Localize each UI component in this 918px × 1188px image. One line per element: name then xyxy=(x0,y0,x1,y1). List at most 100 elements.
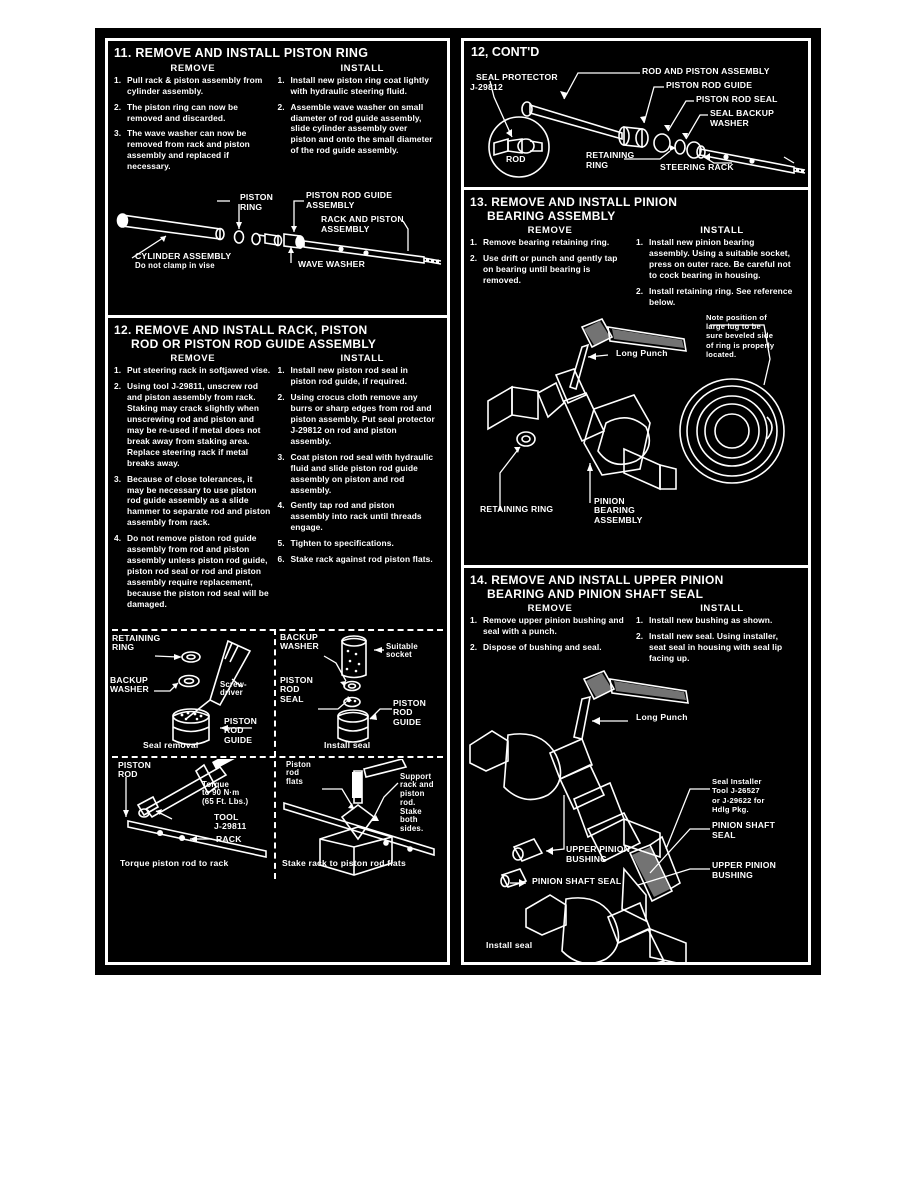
stake-figure: Piston rod flats Support rack and piston… xyxy=(280,758,440,881)
section-14-title-line2: BEARING AND PINION SHAFT SEAL xyxy=(487,587,704,602)
list-item: 2. Using tool J-29811, unscrew rod and p… xyxy=(114,381,272,468)
section-12-contd-figure: SEAL PROTECTOR J-29812 ROD ROD AND PISTO… xyxy=(464,59,808,181)
support-note-label: Support rack and piston rod. Stake both … xyxy=(400,771,434,833)
piston-rod-seal-label: PISTON ROD SEAL xyxy=(696,94,778,104)
section-12-steps: 1. Put steering rack in softjawed vise. … xyxy=(108,365,447,614)
pinion-shaft-seal-label-2: PINION SHAFT SEAL xyxy=(712,820,776,840)
figure-grid-horizontal-divider-mid xyxy=(112,755,443,758)
piston-rod-guide-assembly-label: PISTON ROD GUIDE ASSEMBLY xyxy=(306,190,393,210)
section-12-title-line1: 12. REMOVE AND INSTALL RACK, PISTON xyxy=(114,323,368,337)
section-11-panel: 11. REMOVE AND INSTALL PISTON RING REMOV… xyxy=(108,41,447,315)
tool-label: TOOL J-29811 xyxy=(214,811,247,832)
section-13-title-line2: BEARING ASSEMBLY xyxy=(487,209,616,224)
upper-pinion-bushing-diagram xyxy=(469,669,710,962)
list-item: 2. The piston ring can now be removed an… xyxy=(114,102,272,124)
list-item: 1. Install new bushing as shown. xyxy=(636,615,796,626)
seal-protector-tool-label: J-29812 xyxy=(470,82,503,92)
step-text: Dispose of bushing and seal. xyxy=(483,642,602,653)
seal-backup-washer-label: SEAL BACKUP WASHER xyxy=(710,108,775,128)
list-item: 3. Coat piston rod seal with hydraulic f… xyxy=(278,452,436,496)
section-14-steps: 1. Remove upper pinion bushing and seal … xyxy=(464,615,808,669)
retaining-ring-label: RETAINING RING xyxy=(480,503,554,514)
section-12-remove-steps: 1. Put steering rack in softjawed vise. … xyxy=(114,365,278,614)
section-12-title-line2: ROD OR PISTON ROD GUIDE ASSEMBLY xyxy=(131,337,377,352)
step-text: Gently tap rod and piston assembly into … xyxy=(290,500,422,533)
seal-installer-label: Seal Installer Tool J-26527 or J-29622 f… xyxy=(712,777,765,814)
list-item: 2. Use drift or punch and gently tap on … xyxy=(470,253,630,286)
step-text: Using crocus cloth remove any burrs or s… xyxy=(290,392,435,446)
rack-and-piston-assembly-label: RACK AND PISTON ASSEMBLY xyxy=(321,214,404,234)
suitable-socket-label: Suitable socket xyxy=(386,641,418,660)
section-11-remove-steps: 1. Pull rack & piston assembly from cyli… xyxy=(114,75,278,177)
section-11-column-headings: REMOVE INSTALL xyxy=(108,63,447,74)
list-item: 6. Stake rack against rod piston flats. xyxy=(278,554,436,565)
section-14-remove-steps: 1. Remove upper pinion bushing and seal … xyxy=(470,615,636,669)
steering-rack-label: STEERING RACK xyxy=(660,162,734,172)
list-item: 1. Remove upper pinion bushing and seal … xyxy=(470,615,630,637)
section-11-figure: PISTON RING PISTON ROD GUIDE ASSEMBLY RA… xyxy=(108,177,447,273)
stake-caption: Stake rack to piston rod flats xyxy=(282,857,406,868)
section-13-steps: 1. Remove bearing retaining ring. 2. Use… xyxy=(464,237,808,313)
step-text: Because of close tolerances, it may be n… xyxy=(127,473,271,528)
list-item: 2. Install new seal. Using installer, se… xyxy=(636,631,796,664)
piston-rod-label: PISTON ROD xyxy=(118,759,152,780)
piston-rod-guide-label: PISTON ROD GUIDE xyxy=(393,697,427,727)
step-number: 1. xyxy=(114,365,122,376)
seal-removal-caption: Seal removal xyxy=(143,739,199,750)
torque-piston-rod-diagram xyxy=(123,758,267,858)
pinion-bearing-assembly-label: PINION BEARING ASSEMBLY xyxy=(594,495,643,526)
step-number: 2. xyxy=(114,381,122,392)
remove-heading: REMOVE xyxy=(527,225,573,237)
list-item: 1. Install new piston ring coat lightly … xyxy=(278,75,436,97)
section-12-install-steps: 1. Install new piston rod seal in piston… xyxy=(278,365,442,614)
rod-and-piston-assembly-label: ROD AND PISTON ASSEMBLY xyxy=(642,66,770,76)
section-12-contd-title: 12, CONT'D xyxy=(471,45,540,59)
section-13-title-line1: 13. REMOVE AND INSTALL PINION xyxy=(470,195,678,209)
section-14-install-steps: 1. Install new bushing as shown. 2. Inst… xyxy=(636,615,802,669)
list-item: 3. The wave washer can now be removed fr… xyxy=(114,128,272,172)
step-number: 3. xyxy=(114,128,122,139)
section-14-column-headings: REMOVE INSTALL xyxy=(464,603,808,614)
section-13-panel: 13. REMOVE AND INSTALL PINION BEARING AS… xyxy=(464,187,808,565)
install-heading: INSTALL xyxy=(700,603,744,615)
upper-pinion-bushing-label-2: UPPER PINION BUSHING xyxy=(712,860,776,880)
step-number: 1. xyxy=(636,237,644,248)
section-14-figure: Long Punch UPPER PINION BUSHING PINION S… xyxy=(464,669,808,962)
remove-heading: REMOVE xyxy=(170,353,216,365)
step-text: Pull rack & piston assembly from cylinde… xyxy=(127,74,263,96)
cylinder-assembly-note: Do not clamp in vise xyxy=(135,261,215,271)
rod-and-piston-exploded-diagram xyxy=(488,72,806,178)
step-text: Install retaining ring. See reference be… xyxy=(649,286,793,307)
torque-caption: Torque piston rod to rack xyxy=(120,857,229,868)
section-12-contd-panel: 12, CONT'D xyxy=(464,41,808,187)
step-number: 2. xyxy=(114,101,122,112)
step-number: 2. xyxy=(277,392,285,403)
section-11-steps: 1. Pull rack & piston assembly from cyli… xyxy=(108,75,447,177)
remove-heading: REMOVE xyxy=(170,62,216,74)
step-text: The piston ring can now be removed and d… xyxy=(127,101,239,123)
cylinder-assembly-diagram xyxy=(116,200,442,265)
install-seal-caption: Install seal xyxy=(324,739,371,750)
pinion-shaft-seal-label: PINION SHAFT SEAL xyxy=(532,876,622,886)
pinion-bearing-assembly-diagram xyxy=(487,317,785,511)
step-number: 1. xyxy=(636,615,644,626)
rod-label: ROD xyxy=(506,154,526,164)
long-punch-label: Long Punch xyxy=(616,347,668,358)
install-heading: INSTALL xyxy=(340,353,385,365)
step-number: 1. xyxy=(277,365,285,376)
step-text: Install new piston ring coat lightly wit… xyxy=(290,74,430,96)
list-item: 1. Install new piston rod seal in piston… xyxy=(278,365,436,387)
printed-plate: 11. REMOVE AND INSTALL PISTON RING REMOV… xyxy=(95,28,821,975)
section-13-title: 13. REMOVE AND INSTALL PINION BEARING AS… xyxy=(470,195,808,223)
step-number: 2. xyxy=(636,286,644,296)
step-text: Install new piston rod seal in piston ro… xyxy=(290,365,408,387)
step-number: 2. xyxy=(636,631,644,642)
step-number: 5. xyxy=(277,538,285,549)
retaining-ring-label: RETAINING RING xyxy=(112,632,161,653)
section-11-install-steps: 1. Install new piston ring coat lightly … xyxy=(278,75,442,177)
list-item: 1. Remove bearing retaining ring. xyxy=(470,237,630,248)
step-text: Install new pinion bearing assembly. Usi… xyxy=(649,237,791,281)
section-12-figure-grid: RETAINING RING BACKUP WASHER Screw- driv… xyxy=(108,628,447,884)
section-14-panel: 14. REMOVE AND INSTALL UPPER PINION BEAR… xyxy=(464,565,808,962)
left-column: 11. REMOVE AND INSTALL PISTON RING REMOV… xyxy=(105,38,450,965)
